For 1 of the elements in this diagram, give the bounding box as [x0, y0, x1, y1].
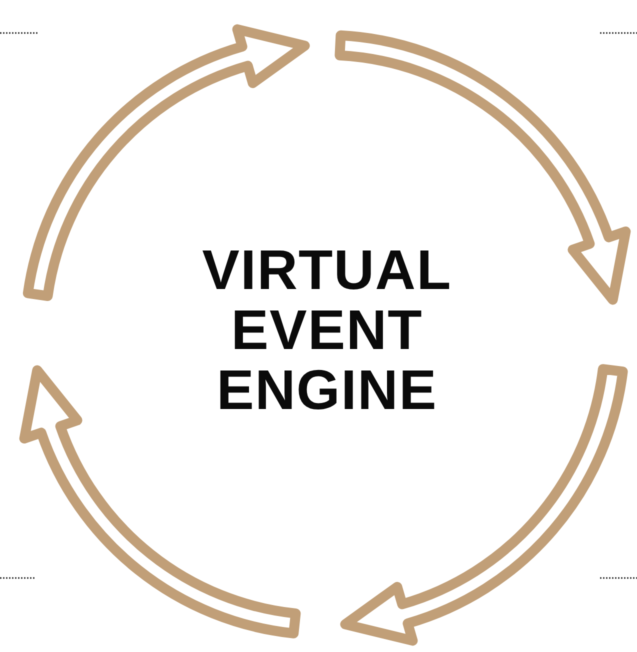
title-text: VIRTUAL EVENT ENGINE [170, 240, 484, 420]
